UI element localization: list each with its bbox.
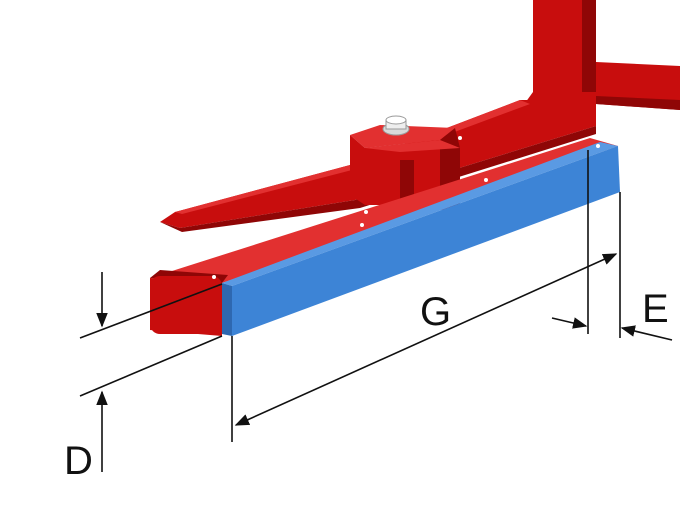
dimension-lines <box>79 150 673 472</box>
bolt-icon <box>382 115 410 136</box>
dimension-g-line <box>234 253 618 426</box>
dimension-e-right <box>620 325 673 341</box>
dimension-label-e: E <box>642 287 669 331</box>
dimension-label-d: D <box>64 439 93 483</box>
mounting-holes <box>212 136 600 279</box>
dimension-e-left <box>551 317 588 329</box>
dimension-label-g: G <box>420 290 451 334</box>
